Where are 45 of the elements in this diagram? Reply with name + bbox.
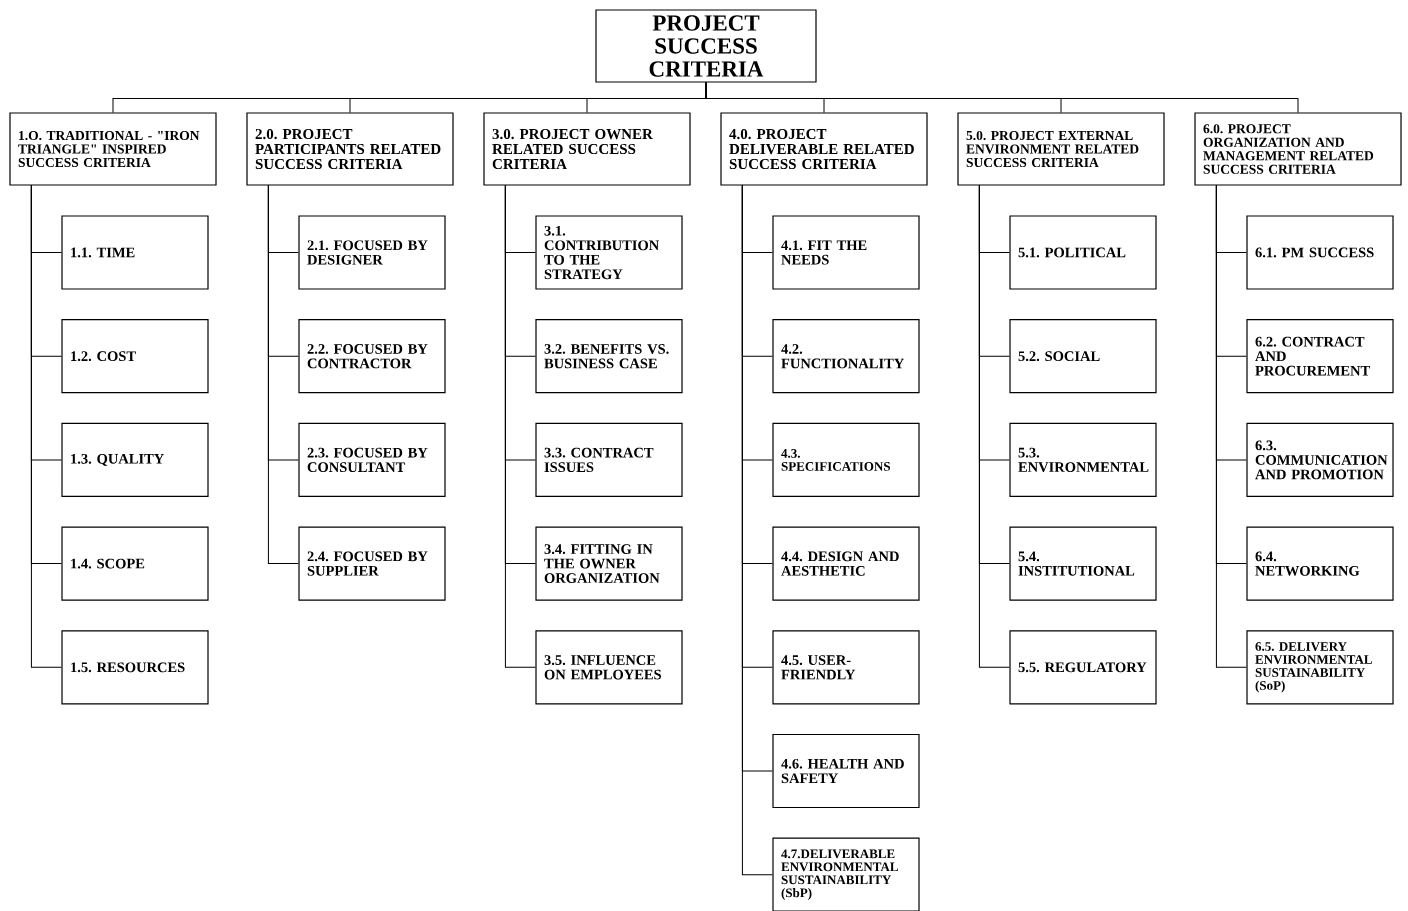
connector-line: [978, 185, 1010, 668]
criterion-box: 2.1. FOCUSED BY DESIGNER: [298, 215, 446, 290]
criterion-box: 4.7.DELIVERABLE ENVIRONMENTAL SUSTAINABILITY (SbP): [772, 837, 920, 911]
category-box: 1.O. TRADITIONAL - "IRON TRIANGLE" INSPIRED SUCCESS CRITERIA: [9, 112, 217, 186]
criterion-box: 2.4. FOCUSED BY SUPPLIER: [298, 526, 446, 601]
category-box: 3.0. PROJECT OWNER RELATED SUCCESS CRITERIA: [483, 112, 691, 186]
criterion-box: 2.3. FOCUSED BY CONSULTANT: [298, 422, 446, 497]
category-box: 4.0. PROJECT DELIVERABLE RELATED SUCCESS CRITERIA: [720, 112, 928, 186]
category-box: 6.0. PROJECT ORGANIZATION AND MANAGEMENT RELATED SUCCESS CRITERIA: [1194, 112, 1402, 186]
category-box: 5.0. PROJECT EXTERNAL ENVIRONMENT RELATED SUCCESS CRITERIA: [957, 112, 1165, 186]
criterion-box: 3.3. CONTRACT ISSUES: [535, 422, 683, 497]
criterion-box: 5.5. REGULATORY: [1009, 630, 1157, 705]
criterion-box: 4.1. FIT THE NEEDS: [772, 215, 920, 290]
criterion-box: 1.1. TIME: [61, 215, 209, 290]
connector-line: [504, 185, 536, 668]
criterion-box: 3.1. CONTRIBUTION TO THE STRATEGY: [535, 215, 683, 290]
criterion-box: 1.4. SCOPE: [61, 526, 209, 601]
connector-line: [30, 185, 62, 668]
connector-line: [705, 82, 1299, 113]
criterion-box: 3.4. FITTING IN THE OWNER ORGANIZATION: [535, 526, 683, 601]
criterion-box: 5.3. ENVIRONMENTAL: [1009, 422, 1157, 497]
criterion-box: 6.2. CONTRACT AND PROCUREMENT: [1246, 319, 1394, 394]
connector-line: [741, 185, 773, 876]
criterion-box: 1.3. QUALITY: [61, 422, 209, 497]
criterion-box: 6.5. DELIVERY ENVIRONMENTAL SUSTAINABILITY (SoP): [1246, 630, 1394, 705]
criterion-box: 6.1. PM SUCCESS: [1246, 215, 1394, 290]
criterion-box: 3.2. BENEFITS VS. BUSINESS CASE: [535, 319, 683, 394]
criterion-box: 4.6. HEALTH AND SAFETY: [772, 733, 920, 809]
connector-line: [267, 185, 299, 565]
connector-line: [1215, 185, 1247, 668]
criterion-box: 3.5. INFLUENCE ON EMPLOYEES: [535, 630, 683, 705]
criterion-box: 5.1. POLITICAL: [1009, 215, 1157, 290]
title-box: PROJECT SUCCESS CRITERIA: [595, 9, 817, 83]
criterion-box: 1.5. RESOURCES: [61, 630, 209, 705]
criterion-box: 4.5. USER-FRIENDLY: [772, 630, 920, 705]
criterion-box: 5.4. INSTITUTIONAL: [1009, 526, 1157, 601]
criterion-box: 6.3. COMMUNICATION AND PROMOTION: [1246, 422, 1394, 497]
criterion-box: 4.2. FUNCTIONALITY: [772, 319, 920, 394]
category-box: 2.0. PROJECT PARTICIPANTS RELATED SUCCESS CRITERIA: [246, 112, 454, 186]
criterion-box: 4.4. DESIGN AND AESTHETIC: [772, 526, 920, 601]
criterion-box: 1.2. COST: [61, 319, 209, 394]
criterion-box: 2.2. FOCUSED BY CONTRACTOR: [298, 319, 446, 394]
criterion-box: 6.4. NETWORKING: [1246, 526, 1394, 601]
criterion-box: 4.3. SPECIFICATIONS: [772, 422, 920, 497]
criterion-box: 5.2. SOCIAL: [1009, 319, 1157, 394]
